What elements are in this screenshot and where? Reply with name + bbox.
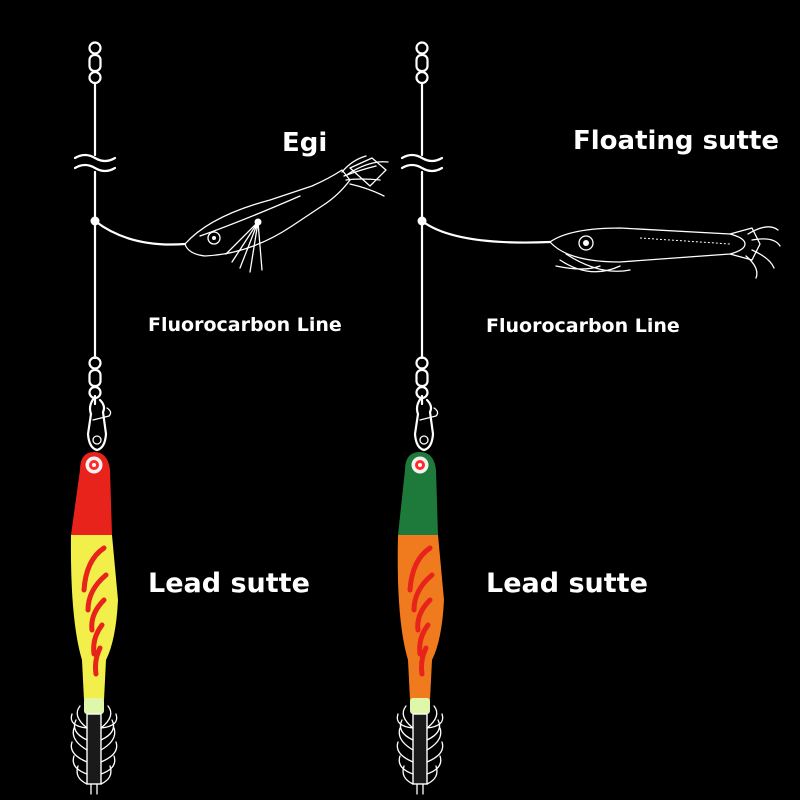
swivel-icon <box>415 41 429 85</box>
right-rig <box>396 41 781 795</box>
glow-band <box>410 698 430 714</box>
egi-label: Egi <box>282 128 327 158</box>
floating-sutte-lure-icon <box>549 226 781 279</box>
swivel-icon <box>415 356 429 400</box>
line-break-icon <box>73 153 117 173</box>
lead-sutte-lure-icon <box>70 452 118 795</box>
lure-head <box>398 452 438 535</box>
snap-icon <box>413 396 439 452</box>
left-rig <box>70 41 389 795</box>
glow-band <box>84 698 104 714</box>
lead-sutte-label-right: Lead sutte <box>486 568 648 599</box>
fluorocarbon-branch-line <box>93 219 187 246</box>
lead-sutte-label-left: Lead sutte <box>148 568 310 599</box>
egi-lure-icon <box>184 155 389 273</box>
fluorocarbon-line-label-left: Fluorocarbon Line <box>148 314 342 336</box>
swivel-icon <box>88 41 102 85</box>
lead-sutte-lure-icon <box>396 452 444 795</box>
floating-sutte-label: Floating sutte <box>573 126 779 156</box>
fluorocarbon-line-label-right: Fluorocarbon Line <box>486 315 680 337</box>
squid-jig-hooks-icon <box>396 705 444 795</box>
squid-jig-hooks-icon <box>70 705 118 795</box>
chevron-pattern <box>81 545 109 677</box>
line-break-icon <box>400 153 444 173</box>
swivel-icon <box>88 356 102 400</box>
lure-head <box>71 452 112 535</box>
snap-icon <box>86 396 112 452</box>
fluorocarbon-branch-line <box>420 219 552 244</box>
chevron-pattern <box>407 545 435 677</box>
